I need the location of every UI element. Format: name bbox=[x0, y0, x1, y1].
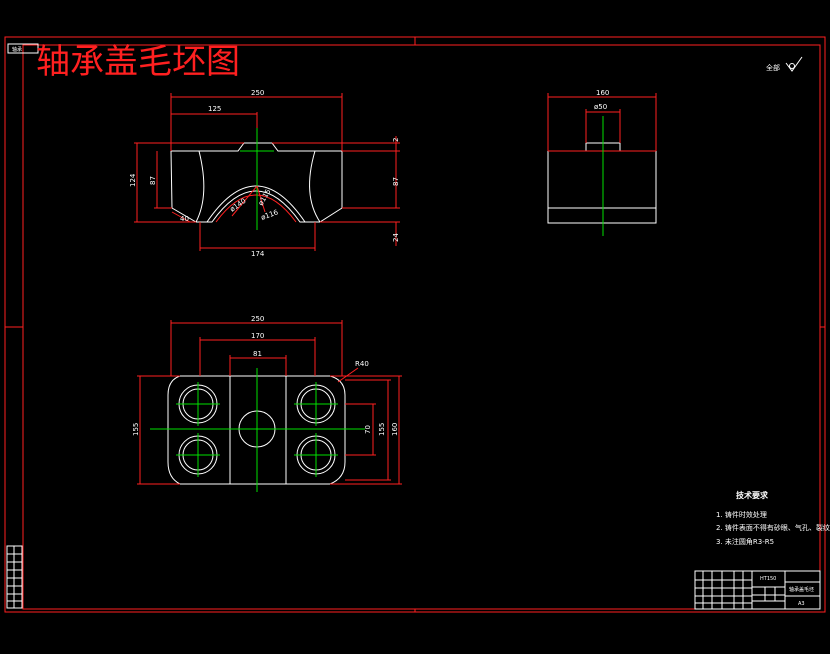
dim-front-top-step: 2 bbox=[392, 138, 400, 142]
top-view: 250 170 81 R40 155 70 155 160 bbox=[132, 315, 402, 492]
dim-side-width: 160 bbox=[596, 89, 609, 97]
title-block-sheet-size: A3 bbox=[798, 601, 805, 607]
dim-front-bottom-width: 174 bbox=[251, 250, 265, 258]
dim-top-overall-width: 250 bbox=[251, 315, 264, 323]
revision-strip bbox=[6, 545, 23, 609]
dim-front-right-height: 87 bbox=[392, 177, 400, 186]
side-view-body bbox=[547, 150, 657, 224]
side-view: 160 ø50 bbox=[547, 89, 657, 236]
svg-text:全部: 全部 bbox=[766, 63, 780, 72]
inner-frame bbox=[22, 44, 821, 610]
corner-mark: 全部 bbox=[766, 56, 803, 72]
svg-text:2. 铸件表面不得有砂眼、气孔、裂纹等缺陷: 2. 铸件表面不得有砂眼、气孔、裂纹等缺陷 bbox=[716, 523, 830, 532]
dim-front-left-height: 124 bbox=[129, 173, 137, 187]
dim-top-inner-height: 70 bbox=[364, 425, 372, 434]
dim-front-fillet: 40 bbox=[180, 215, 189, 223]
title-block-part-name: 轴承盖毛坯 bbox=[789, 586, 814, 593]
drawing-title: 轴承盖毛坯图 bbox=[36, 42, 240, 82]
front-view: 250 125 174 124 87 87 2 24 40 ø140 ø115 … bbox=[129, 89, 400, 258]
dim-front-left-inner: 87 bbox=[149, 176, 157, 185]
svg-text:轴承: 轴承 bbox=[12, 46, 22, 53]
front-view-outline bbox=[170, 142, 343, 223]
dim-front-half-width: 125 bbox=[208, 105, 221, 113]
dim-top-center-width: 81 bbox=[253, 350, 262, 358]
dim-top-right-outer: 160 bbox=[391, 423, 399, 436]
top-left-tag: 轴承 bbox=[7, 43, 39, 54]
svg-text:技术要求: 技术要求 bbox=[736, 490, 769, 500]
outer-frame bbox=[4, 36, 826, 613]
dim-top-right-inner: 155 bbox=[378, 423, 386, 436]
svg-text:1. 铸件时效处理: 1. 铸件时效处理 bbox=[716, 510, 767, 519]
dim-top-hole-span: 170 bbox=[251, 332, 264, 340]
dim-front-bottom-offset: 24 bbox=[392, 233, 400, 242]
svg-text:3. 未注圆角R3-R5: 3. 未注圆角R3-R5 bbox=[716, 537, 774, 546]
dim-top-left-height: 155 bbox=[132, 423, 140, 436]
frame-ticks bbox=[5, 37, 825, 612]
technical-requirements: 技术要求 1. 铸件时效处理 2. 铸件表面不得有砂眼、气孔、裂纹等缺陷 3. … bbox=[716, 490, 830, 546]
dim-front-overall-width: 250 bbox=[251, 89, 264, 97]
dim-front-dia-b: ø115 bbox=[257, 188, 273, 207]
title-block: HT150 轴承盖毛坯 A3 bbox=[694, 570, 821, 610]
dim-front-dia-c: ø116 bbox=[260, 208, 280, 222]
title-block-material: HT150 bbox=[760, 576, 776, 582]
dim-side-boss-dia: ø50 bbox=[594, 103, 607, 111]
dim-front-dia-a: ø140 bbox=[229, 197, 248, 214]
dim-top-radius: R40 bbox=[355, 360, 369, 368]
